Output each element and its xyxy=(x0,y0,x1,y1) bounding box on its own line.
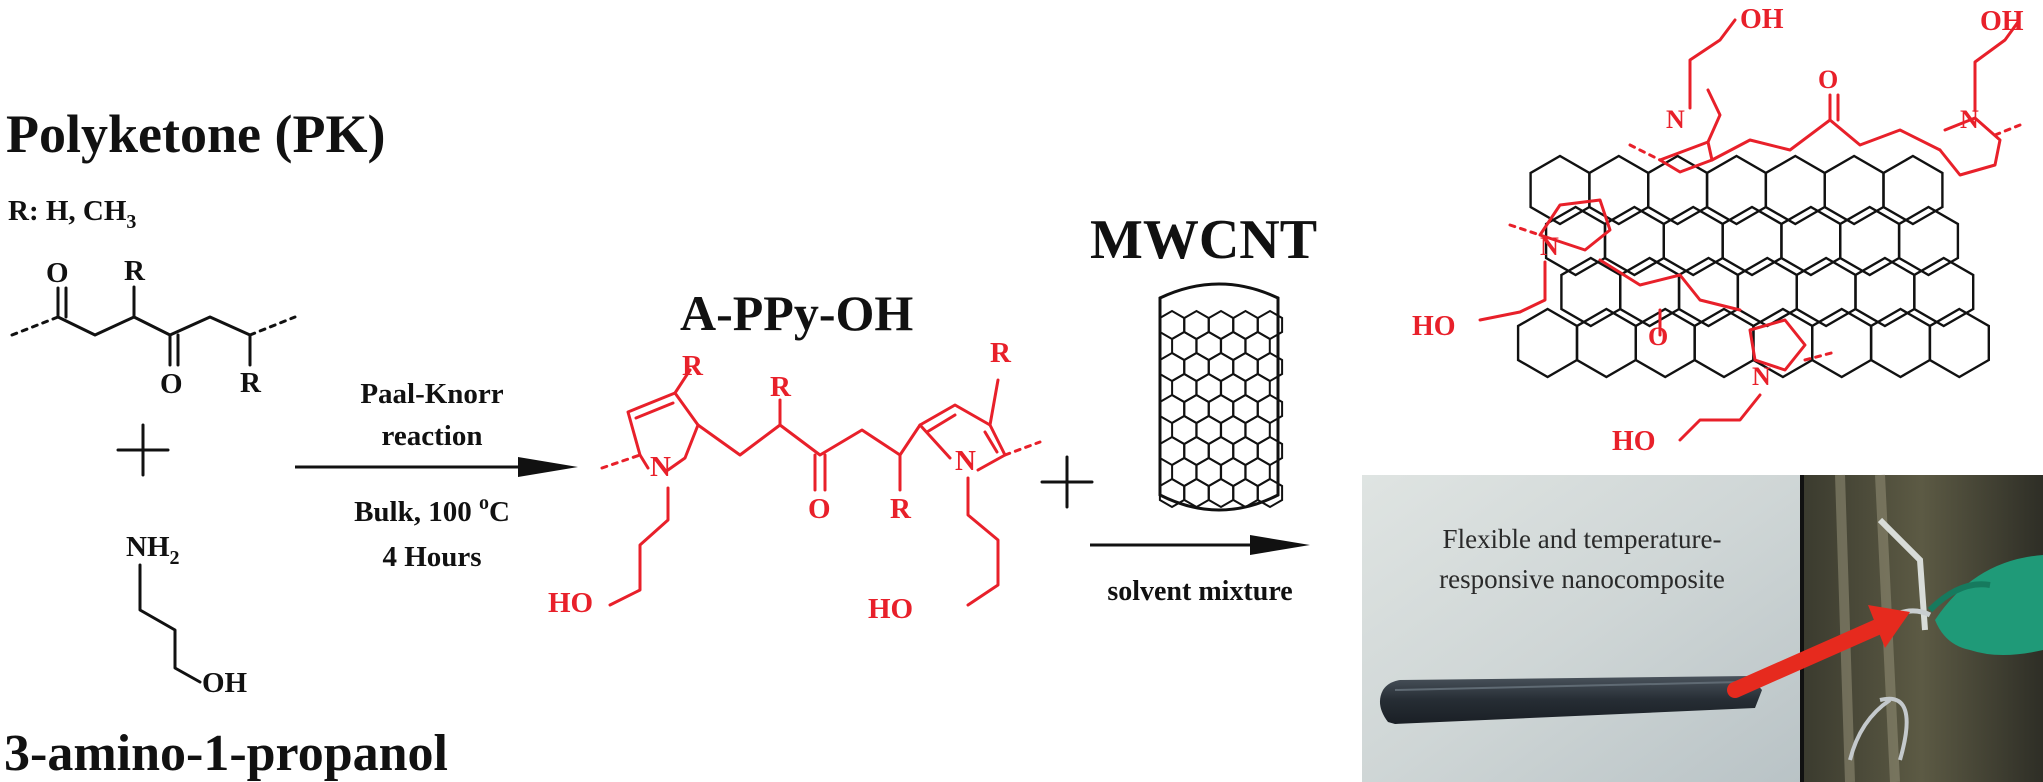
nanotube-hexagon xyxy=(1232,477,1259,509)
product-ho-right: HO xyxy=(868,593,913,625)
r-definition: R: H, CH3 xyxy=(8,195,136,233)
nanotube-hexagon xyxy=(1183,477,1210,509)
graphitic-hexagon xyxy=(1529,154,1591,226)
graphitic-hexagon xyxy=(1588,154,1650,226)
amine-structure: NH2 OH xyxy=(126,531,248,699)
nanotube-hexagon xyxy=(1158,477,1186,509)
composite-ho-1: HO xyxy=(1412,311,1456,342)
composite-n-3: N xyxy=(1540,232,1559,261)
graphitic-hexagon xyxy=(1869,307,1932,379)
product-title: A-PPy-OH xyxy=(680,285,913,341)
amine-nh2: NH2 xyxy=(126,531,180,569)
pyrrole-right-n: N xyxy=(955,445,976,477)
nanotube-hexagon xyxy=(1207,477,1235,509)
composite-ho-2: HO xyxy=(1612,426,1656,457)
graphitic-hexagon xyxy=(1618,256,1681,328)
linker-r-1: R xyxy=(770,371,792,403)
composite-n-4: N xyxy=(1752,362,1771,391)
carbonyl-oxygen-1: O xyxy=(46,257,69,289)
graphitic-hexagon xyxy=(1575,307,1638,379)
composite-n-2: N xyxy=(1960,105,1979,134)
reaction1-conditions: Bulk, 100 oC xyxy=(354,492,510,528)
gloved-hand xyxy=(1935,555,2043,655)
appy-oh-structure: R N HO R O R R N HO xyxy=(548,337,1042,625)
graphitic-hexagon xyxy=(1721,205,1783,277)
nanocomposite-photo: Flexible and temperature- responsive nan… xyxy=(1362,474,2043,782)
graphitic-hexagon xyxy=(1693,307,1755,379)
graphitic-hexagon xyxy=(1810,307,1873,379)
amine-name: 3-amino-1-propanol xyxy=(4,725,448,782)
graphitic-hexagon xyxy=(1854,256,1916,328)
product-carbonyl-o: O xyxy=(808,493,831,525)
nanotube-hexagon xyxy=(1256,477,1284,509)
polyketone-structure: O R O R xyxy=(10,255,297,400)
pyrrole-left-n: N xyxy=(650,451,671,483)
graphitic-hexagon xyxy=(1603,205,1666,277)
reaction1-line2: reaction xyxy=(382,420,483,452)
polyketone-title: Polyketone (PK) xyxy=(6,104,385,164)
graphitic-hexagon xyxy=(1882,154,1944,226)
reaction2-label: solvent mixture xyxy=(1107,576,1292,607)
mwcnt-tube xyxy=(1158,282,1284,512)
composite-o-2: O xyxy=(1648,322,1668,351)
composite-n-1: N xyxy=(1666,105,1685,134)
graphitic-hexagon xyxy=(1897,205,1960,277)
graphitic-hexagon xyxy=(1516,307,1579,379)
plus-sign-1 xyxy=(116,423,170,477)
graphitic-hexagon xyxy=(1838,205,1901,277)
reaction1-arrow xyxy=(295,457,578,477)
reaction2-arrow xyxy=(1090,535,1310,555)
substituent-r-2: R xyxy=(240,367,262,399)
photo-caption-line2: responsive nanocomposite xyxy=(1439,564,1725,594)
graphitic-hexagon xyxy=(1823,154,1885,226)
graphitic-hexagon xyxy=(1795,256,1857,328)
reaction1-time: 4 Hours xyxy=(382,541,481,573)
carbonyl-oxygen-2: O xyxy=(160,368,183,400)
composite-o-1: O xyxy=(1818,65,1838,94)
plus-sign-2 xyxy=(1040,455,1094,509)
photo-caption-line1: Flexible and temperature- xyxy=(1443,524,1722,554)
linker-r-2: R xyxy=(890,493,912,525)
graphitic-hexagon xyxy=(1928,307,1991,379)
pyrrole-left-r: R xyxy=(682,350,704,382)
composite-oh-2: OH xyxy=(1980,6,2024,37)
photo-background xyxy=(1362,475,1800,782)
pyrrole-right-r: R xyxy=(990,337,1012,369)
graphitic-hexagon xyxy=(1705,154,1768,226)
graphitic-hexagon xyxy=(1736,256,1798,328)
composite-oh-1: OH xyxy=(1740,4,1784,35)
mwcnt-label: MWCNT xyxy=(1090,209,1317,271)
composite-structure: N OH O N OH N HO O N HO xyxy=(1412,4,2024,457)
amine-oh: OH xyxy=(202,667,248,699)
red-pointer-arrow xyxy=(1727,617,1890,698)
graphitic-hexagon xyxy=(1913,256,1975,328)
graphitic-hexagon xyxy=(1677,256,1740,328)
substituent-r-1: R xyxy=(124,255,146,287)
graphitic-hexagon xyxy=(1662,205,1724,277)
product-ho-left: HO xyxy=(548,587,593,619)
reaction1-line1: Paal-Knorr xyxy=(360,378,503,410)
graphitic-hexagon xyxy=(1764,154,1826,226)
graphitic-hexagon xyxy=(1780,205,1842,277)
